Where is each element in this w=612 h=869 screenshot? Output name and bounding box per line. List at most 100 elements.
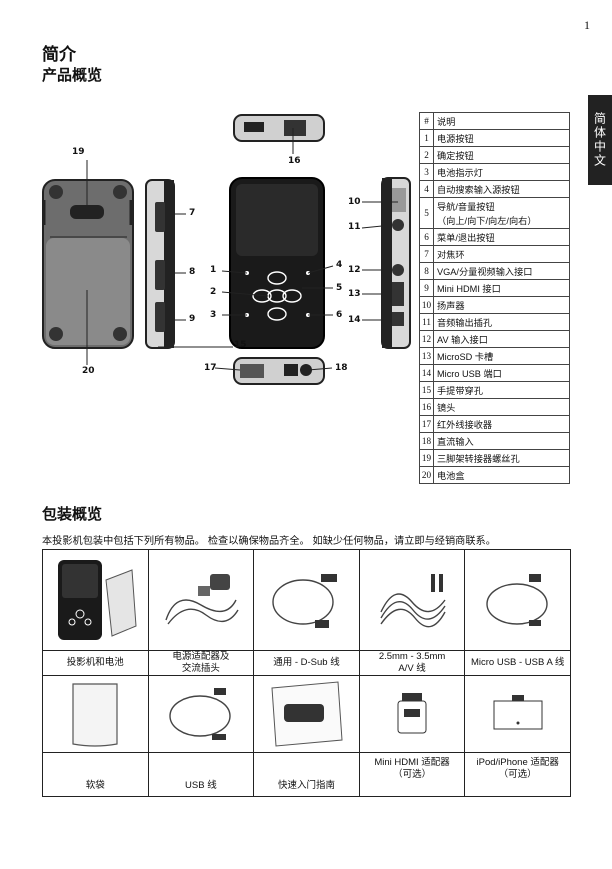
package-item-label: Mini HDMI 适配器 [374,757,450,768]
usb-cable-image [169,688,231,740]
callout-4: 4 [336,260,343,270]
package-item-label-cell: 通用 - D-Sub 线 [253,650,360,676]
part-desc: VGA/分量视频输入接口 [433,262,570,280]
part-desc-multiline: 导航/音量按钮（向上/向下/向左/向右） [433,197,570,229]
package-images-row [42,549,571,651]
callout-11: 11 [348,222,361,232]
package-item-label: 2.5mm - 3.5mm [378,651,446,662]
projector-right-side-view [381,177,411,349]
part-desc: 扬声器 [433,296,570,314]
parts-table-header: # 说明 [419,112,570,130]
part-desc: 导航/音量按钮 [437,202,495,212]
part-desc: 三脚架转接器螺丝孔 [433,449,570,467]
package-item-label-cell: 电源适配器及交流插头 [147,650,255,676]
callout-8: 8 [189,267,196,277]
callout-3: 3 [210,310,217,320]
package-item-label: 软袋 [85,780,105,791]
dsub-cable-image [272,574,338,628]
projector-bottom-view [233,357,325,385]
package-labels-row: 软袋 USB 线 快速入门指南 Mini HDMI 适配器（可选） iPod/i… [42,752,571,797]
package-item-label: iPod/iPhone 适配器 [476,757,559,768]
callout-16: 16 [288,156,301,166]
part-num: 20 [419,466,434,484]
package-description: 本投影机包装中包括下列所有物品。 检查以确保物品齐全。 如缺少任何物品，请立即与… [42,536,496,547]
package-item-label-cell: Mini HDMI 适配器（可选） [358,752,466,797]
callout-15: 15 [234,340,247,350]
part-desc: 电池指示灯 [433,163,570,181]
package-item-image-cell [42,549,149,651]
soft-bag-image [72,683,118,747]
package-item-image-cell [464,675,571,753]
projector-top-view [233,114,325,142]
package-item-label-cell: iPod/iPhone 适配器（可选） [464,752,571,797]
package-item-label-cell: 软袋 [42,752,149,797]
leader-lines [86,128,398,371]
package-item-label-cell: 投影机和电池 [42,650,149,676]
section-title-product-overview: 产品概览 [42,66,103,84]
part-num: 3 [419,163,434,181]
package-item-label: 电源适配器及 [172,651,230,662]
callout-2: 2 [210,287,217,297]
section-title-package-overview: 包装概览 [42,505,103,523]
package-item-image-cell [358,549,466,651]
package-item-label-line2: A/V 线 [398,663,426,674]
callout-19: 19 [72,147,85,157]
package-item-image-cell [253,549,360,651]
package-labels-row: 投影机和电池 电源适配器及交流插头 通用 - D-Sub 线 2.5mm - 3… [42,650,571,676]
part-num: 5 [419,197,434,229]
package-item-label-cell: Micro USB - USB A 线 [464,650,571,676]
part-desc: MicroSD 卡槽 [433,347,570,365]
callout-10: 10 [348,197,361,207]
part-num: 15 [419,381,434,399]
power-adapter-image [165,574,239,625]
part-desc: AV 输入接口 [433,330,570,348]
package-item-label-line2: （可选） [393,769,432,780]
projector-and-battery-image [58,560,137,640]
micro-usb-cable-image [485,574,548,626]
av-cable-image [380,574,446,628]
part-num: 2 [419,146,434,164]
parts-header-num: # [419,112,434,130]
package-contents-table: 投影机和电池 电源适配器及交流插头 通用 - D-Sub 线 2.5mm - 3… [42,549,571,797]
callout-18: 18 [335,363,348,373]
mini-hdmi-adapter-image [397,693,427,734]
callout-6: 6 [336,310,343,320]
part-num: 11 [419,313,434,331]
part-desc: 菜单/退出按钮 [433,228,570,246]
part-num: 16 [419,398,434,416]
quick-start-guide-image [271,681,344,747]
callout-14: 14 [348,315,361,325]
part-num: 18 [419,432,434,450]
page-number: 1 [584,18,590,32]
part-num: 6 [419,228,434,246]
package-item-image-cell [42,675,149,753]
package-item-image-cell [464,549,571,651]
package-item-label-cell: 快速入门指南 [253,752,360,797]
package-item-label: Micro USB - USB A 线 [470,657,565,668]
part-desc: 电池盒 [433,466,570,484]
package-item-image-cell [147,549,255,651]
callout-20: 20 [82,366,95,376]
package-item-label-line2: 交流插头 [181,663,220,674]
part-num: 10 [419,296,434,314]
part-desc: 红外线接收器 [433,415,570,433]
package-item-label-cell: USB 线 [147,752,255,797]
callout-13: 13 [348,289,361,299]
package-item-label: 通用 - D-Sub 线 [273,657,340,668]
part-num: 17 [419,415,434,433]
